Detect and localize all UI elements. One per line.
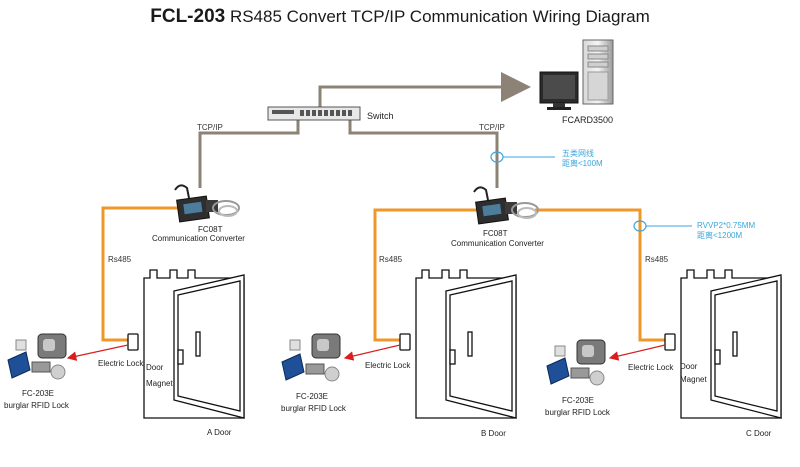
door-label-a: Door	[146, 363, 164, 372]
converter-2-name: Communication Converter	[451, 239, 544, 248]
rs485-label-a: Rs485	[108, 255, 132, 264]
door-a	[127, 269, 245, 419]
switch-label: Switch	[367, 111, 394, 121]
electric-lock-label-c: Electric Lock	[628, 363, 674, 372]
title-model: FCL-203	[150, 6, 226, 27]
rfid-lock-b	[281, 333, 341, 382]
magnet-label-a: Magnet	[146, 379, 173, 388]
lock-c-model: FC-203E	[562, 396, 594, 405]
rvvp-note-line1: RVVP2*0.75MM	[697, 221, 755, 230]
rvvp-note-line2: 距离<1200M	[697, 230, 742, 240]
rfid-lock-c	[546, 339, 606, 386]
tcpip-lines	[198, 72, 531, 188]
cable-note-line1: 五类网线	[562, 148, 594, 158]
title-text: RS485 Convert TCP/IP Communication Wirin…	[225, 7, 650, 26]
electric-lock-label-b: Electric Lock	[365, 361, 411, 370]
door-c-label: C Door	[746, 429, 772, 438]
door-c	[664, 269, 782, 419]
rs485-label-c: Rs485	[645, 255, 669, 264]
cable-note-marker	[490, 151, 555, 163]
converter-device-1	[174, 184, 240, 223]
door-b-label: B Door	[481, 429, 506, 438]
rvvp-note-marker	[633, 220, 692, 232]
lock-a-model: FC-203E	[22, 389, 54, 398]
converter-2-model: FC08T	[483, 229, 508, 238]
converter-1-name: Communication Converter	[152, 234, 245, 243]
door-label-c: Door	[680, 362, 698, 371]
pc-label: FCARD3500	[562, 115, 613, 125]
tcpip-label-left: TCP/IP	[197, 123, 223, 132]
lock-c-name: burglar RFID Lock	[545, 408, 611, 417]
pc-computer	[539, 39, 614, 110]
tcpip-label-right: TCP/IP	[479, 123, 505, 132]
converter-1-model: FC08T	[198, 225, 223, 234]
magnet-label-c: Magnet	[680, 375, 707, 384]
rs485-label-b: Rs485	[379, 255, 403, 264]
rfid-lock-a	[7, 333, 67, 380]
electric-lock-label-a: Electric Lock	[98, 359, 144, 368]
door-a-label: A Door	[207, 428, 232, 437]
lock-arrows	[66, 344, 666, 361]
lock-b-name: burglar RFID Lock	[281, 404, 347, 413]
converter-device-2	[473, 186, 539, 225]
network-switch	[267, 106, 361, 121]
cable-note-line2: 距离<100M	[562, 158, 603, 168]
lock-a-name: burglar RFID Lock	[4, 401, 70, 410]
rs485-lines	[101, 206, 665, 342]
diagram-title: FCL-203 RS485 Convert TCP/IP Communicati…	[0, 6, 800, 28]
lock-b-model: FC-203E	[296, 392, 328, 401]
door-b	[399, 269, 517, 419]
